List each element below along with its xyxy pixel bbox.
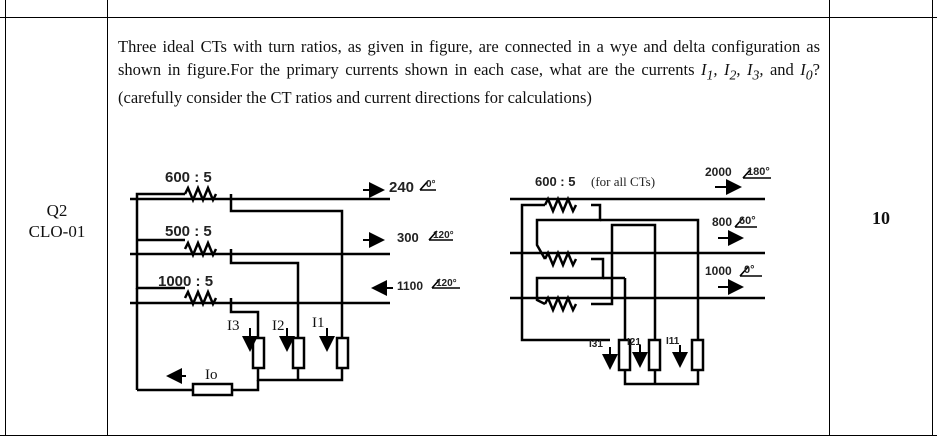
wye-angle-symbol-b bbox=[428, 230, 453, 241]
wye-current-b: 300 bbox=[397, 230, 419, 245]
delta-conn-1 bbox=[535, 203, 602, 260]
delta-ct1-coil bbox=[543, 195, 578, 215]
wye-ct1-coil bbox=[183, 184, 218, 204]
wye-current-a: 240 bbox=[389, 179, 414, 196]
delta-conn-3 bbox=[591, 223, 657, 340]
wye-ct1-ratio: 600 : 5 bbox=[165, 169, 212, 186]
wye-angle-c: 120° bbox=[436, 278, 457, 289]
delta-current-a: 2000 bbox=[705, 165, 732, 179]
wye-label-io: Io bbox=[205, 367, 218, 383]
marks-value: 10 bbox=[872, 208, 890, 228]
wye-burden-2 bbox=[291, 336, 306, 370]
table-row-divider bbox=[0, 17, 937, 18]
delta-ratio: 600 : 5 bbox=[535, 174, 575, 189]
wye-current-labels: I3 I2 I1 Io bbox=[205, 315, 325, 383]
delta-current-c: 1000 bbox=[705, 264, 732, 278]
wye-burden-1 bbox=[335, 336, 350, 370]
table-bottom-border bbox=[0, 435, 937, 436]
delta-conn-top bbox=[600, 218, 700, 340]
delta-conn-left bbox=[520, 203, 610, 342]
question-id-cell: Q2 CLO-01 bbox=[8, 200, 106, 242]
delta-ct3-coil bbox=[543, 294, 578, 314]
delta-angle-symbol-c bbox=[739, 266, 762, 277]
wye-ct2-ratio: 500 : 5 bbox=[165, 223, 212, 240]
wye-angle-a: 0° bbox=[426, 179, 436, 190]
question-text: Three ideal CTs with turn ratios, as giv… bbox=[118, 35, 820, 109]
wye-ct2-coil bbox=[183, 239, 218, 259]
delta-burden-21 bbox=[647, 338, 662, 372]
question-text-part1: Three ideal CTs with turn ratios, as giv… bbox=[118, 37, 820, 79]
wye-sec-right-2 bbox=[229, 249, 300, 338]
wye-io-burden bbox=[191, 382, 234, 397]
delta-label-i21: I21 bbox=[627, 337, 641, 348]
wye-angle-b: 120° bbox=[433, 230, 454, 241]
wye-labels: 600 : 5 500 : 5 1000 : 5 240 0° 300 120°… bbox=[158, 169, 457, 293]
delta-label-i31: I31 bbox=[589, 339, 603, 350]
wye-sec-right-1 bbox=[229, 194, 344, 338]
delta-angle-a: 180° bbox=[747, 166, 770, 178]
delta-angle-b: 60° bbox=[739, 215, 756, 227]
delta-angle-symbol-a bbox=[742, 168, 771, 179]
delta-conn-2 bbox=[535, 257, 605, 306]
delta-ratio-note: (for all CTs) bbox=[591, 174, 655, 189]
current-i0: I0 bbox=[800, 60, 813, 83]
wye-current-c: 1100 bbox=[397, 279, 423, 293]
wye-return-bus bbox=[256, 368, 344, 382]
wye-label-i2: I2 bbox=[272, 318, 285, 334]
question-number: Q2 bbox=[46, 201, 68, 220]
delta-angle-c: 0° bbox=[744, 264, 755, 276]
table-divider-2 bbox=[829, 0, 830, 436]
delta-return-bus bbox=[623, 370, 700, 386]
wye-ct3-coil bbox=[183, 288, 218, 308]
delta-ct2-coil bbox=[543, 249, 578, 269]
delta-burden-11 bbox=[690, 338, 705, 372]
wye-angle-symbol-c bbox=[431, 278, 460, 289]
wye-burden-3 bbox=[251, 336, 266, 370]
wye-sec-left-1 bbox=[135, 192, 185, 240]
wye-ct3-ratio: 1000 : 5 bbox=[158, 273, 213, 290]
wye-label-i1: I1 bbox=[312, 315, 325, 331]
table-divider-1 bbox=[107, 0, 108, 436]
wye-figure bbox=[130, 180, 460, 397]
delta-labels: 600 : 5 (for all CTs) 2000 180° 800 60° … bbox=[535, 165, 770, 350]
delta-angle-symbol-b bbox=[734, 217, 757, 228]
question-text-part2: ? (carefully consider the CT ratios and … bbox=[118, 60, 820, 108]
table-border-right bbox=[932, 0, 933, 436]
wye-label-i3: I3 bbox=[227, 318, 240, 334]
table-border-left bbox=[5, 0, 6, 436]
wye-angle-symbol-a bbox=[419, 180, 436, 191]
delta-label-i11: I11 bbox=[666, 336, 680, 347]
delta-current-b: 800 bbox=[712, 215, 732, 229]
current-i1: I1, I2, I3, bbox=[700, 60, 764, 83]
wye-io-path bbox=[232, 380, 260, 392]
question-text-and: and bbox=[763, 60, 801, 79]
delta-figure bbox=[510, 168, 771, 386]
wye-sec-right-3 bbox=[229, 298, 260, 338]
clo-label: CLO-01 bbox=[28, 222, 86, 241]
